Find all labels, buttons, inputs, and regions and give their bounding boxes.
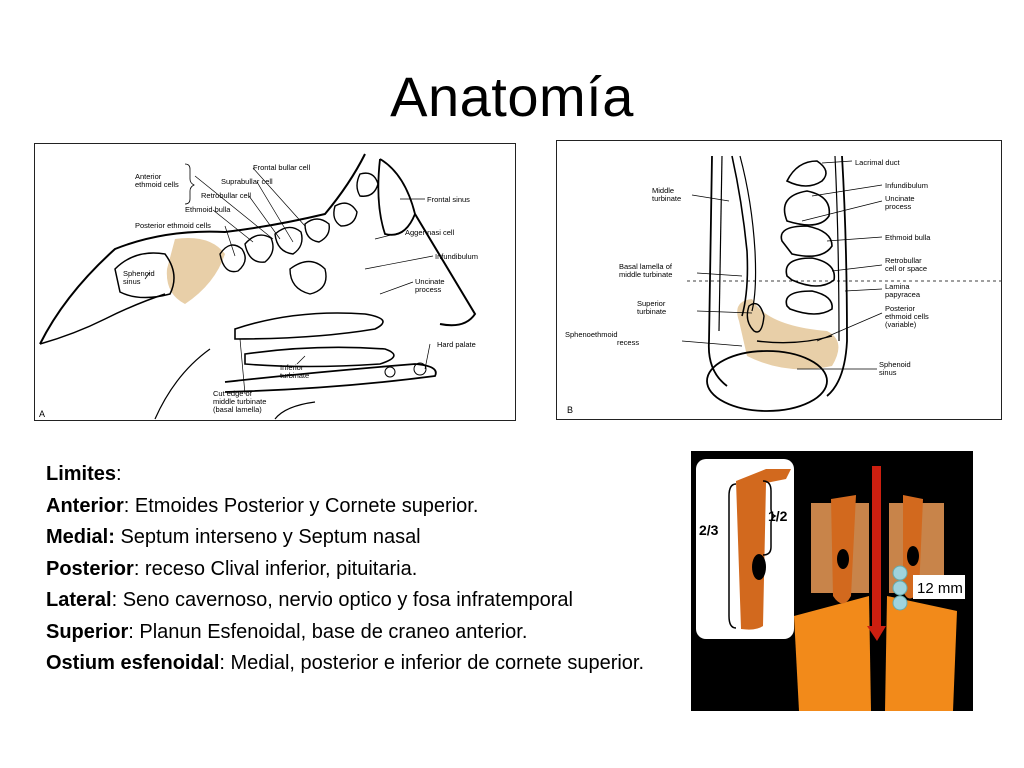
label-uncinate-process-b-l2: process bbox=[885, 202, 912, 211]
label-sphenoid-sinus-l2: sinus bbox=[123, 277, 141, 286]
label-retrobullar-cell: Retrobullar cell bbox=[201, 191, 251, 200]
label-lacrimal-duct: Lacrimal duct bbox=[855, 158, 901, 167]
limits-list: Limites: Anterior: Etmoides Posterior y … bbox=[46, 459, 676, 680]
label-sphenoethmoid-recess: Sphenoethmoidrecess bbox=[565, 330, 639, 347]
label-sphenoethmoid-recess-l1: Sphenoethmoid bbox=[565, 330, 618, 339]
label-sphenoethmoid-recess-l2: recess bbox=[617, 338, 639, 347]
label-posterior-ethmoid-b-l2: ethmoid cells bbox=[885, 312, 929, 321]
label-inferior-turbinate-l1: Inferior bbox=[280, 363, 304, 372]
limit-medial: Medial: Septum interseno y Septum nasal bbox=[46, 526, 421, 548]
label-superior-turbinate-l2: turbinate bbox=[637, 307, 666, 316]
figure-c-drawing: 2/3 1/2 12 mm bbox=[696, 459, 965, 711]
sphenoid-sinus-shape bbox=[114, 252, 175, 299]
label-uncinate-process-b-l1: Uncinate bbox=[885, 194, 915, 203]
label-lamina-papyracea-l2: papyracea bbox=[885, 290, 921, 299]
limit-lateral: Lateral: Seno cavernoso, nervio optico y… bbox=[46, 589, 573, 611]
fraction-two-thirds: 2/3 bbox=[699, 522, 719, 538]
label-anterior-ethmoid-cells-l2: ethmoid cells bbox=[135, 180, 179, 189]
left-orange-base bbox=[794, 596, 871, 711]
label-cut-edge-l1: Cut edge of bbox=[213, 389, 253, 398]
limit-anterior: Anterior: Etmoides Posterior y Cornete s… bbox=[46, 494, 479, 517]
right-orange-base bbox=[885, 596, 957, 711]
label-middle-turbinate-l2: turbinate bbox=[652, 194, 681, 203]
limit-ostium: Ostium esfenoidal: Medial, posterior e i… bbox=[46, 652, 645, 674]
label-frontal-bullar-cell: Frontal bullar cell bbox=[253, 163, 310, 172]
label-infundibulum-b: Infundibulum bbox=[885, 181, 928, 190]
label-basal-lamella-l1: Basal lamella of bbox=[619, 262, 673, 271]
label-ethmoid-bulla: Ethmoid bulla bbox=[185, 205, 231, 214]
label-sphenoid-sinus-b-l2: sinus bbox=[879, 368, 897, 377]
node-3 bbox=[892, 595, 908, 611]
label-posterior-ethmoid-cells: Posterior ethmoid cells bbox=[135, 221, 211, 230]
limit-superior: Superior: Planun Esfenoidal, base de cra… bbox=[46, 620, 528, 643]
limit-posterior: Posterior: receso Clival inferior, pitui… bbox=[46, 557, 418, 580]
page-title: Anatomía bbox=[390, 65, 634, 128]
label-superior-turbinate-l1: Superior bbox=[637, 299, 666, 308]
label-suprabullar-cell: Suprabullar cell bbox=[221, 177, 273, 186]
panel-letter-a: A bbox=[39, 409, 45, 419]
distance-label-box bbox=[913, 575, 965, 599]
node-2 bbox=[892, 580, 908, 596]
label-uncinate-process-l1: Uncinate bbox=[415, 277, 445, 286]
posterior-ethmoid-highlight bbox=[166, 238, 225, 304]
label-anterior-ethmoid-cells-l1: Anterior bbox=[135, 172, 162, 181]
label-middle-turbinate-l1: Middle bbox=[652, 186, 674, 195]
label-lamina-papyracea-l1: Lamina bbox=[885, 282, 910, 291]
label-inferior-turbinate-l2: turbinate bbox=[280, 371, 309, 380]
label-basal-lamella-l2: middle turbinate bbox=[619, 270, 672, 279]
inset-turbinate-shape bbox=[736, 469, 791, 630]
node-1 bbox=[892, 565, 908, 581]
panel-letter-b: B bbox=[567, 405, 573, 415]
label-uncinate-process-l2: process bbox=[415, 285, 442, 294]
label-cut-edge-l2: middle turbinate bbox=[213, 397, 266, 406]
label-frontal-sinus: Frontal sinus bbox=[427, 195, 470, 204]
label-sphenoid-sinus-b-l1: Sphenoid bbox=[879, 360, 911, 369]
label-posterior-ethmoid-b-l1: Posterior bbox=[885, 304, 916, 313]
label-infundibulum: Infundibulum bbox=[435, 252, 478, 261]
label-retrobullar-b-l1: Retrobullar bbox=[885, 256, 922, 265]
fraction-one-half: 1/2 bbox=[768, 508, 788, 524]
sphenoid-sinus-b-shape bbox=[706, 350, 828, 412]
inset-ostium bbox=[752, 554, 766, 580]
distance-label: 12 mm bbox=[917, 580, 963, 597]
label-posterior-ethmoid-b-l3: (variable) bbox=[885, 320, 917, 329]
label-agger-nasi-cell: Agger nasi cell bbox=[405, 228, 455, 237]
label-hard-palate: Hard palate bbox=[437, 340, 476, 349]
label-ethmoid-bulla-b: Ethmoid bulla bbox=[885, 233, 931, 242]
label-cut-edge-l3: (basal lamella) bbox=[213, 405, 262, 414]
label-sphenoid-sinus-l1: Sphenoid bbox=[123, 269, 155, 278]
septum-bar bbox=[872, 466, 881, 626]
limits-heading: Limites: bbox=[46, 463, 122, 485]
figure-c-schematic: 2/3 1/2 12 mm bbox=[691, 451, 973, 711]
label-retrobullar-b-l2: cell or space bbox=[885, 264, 927, 273]
